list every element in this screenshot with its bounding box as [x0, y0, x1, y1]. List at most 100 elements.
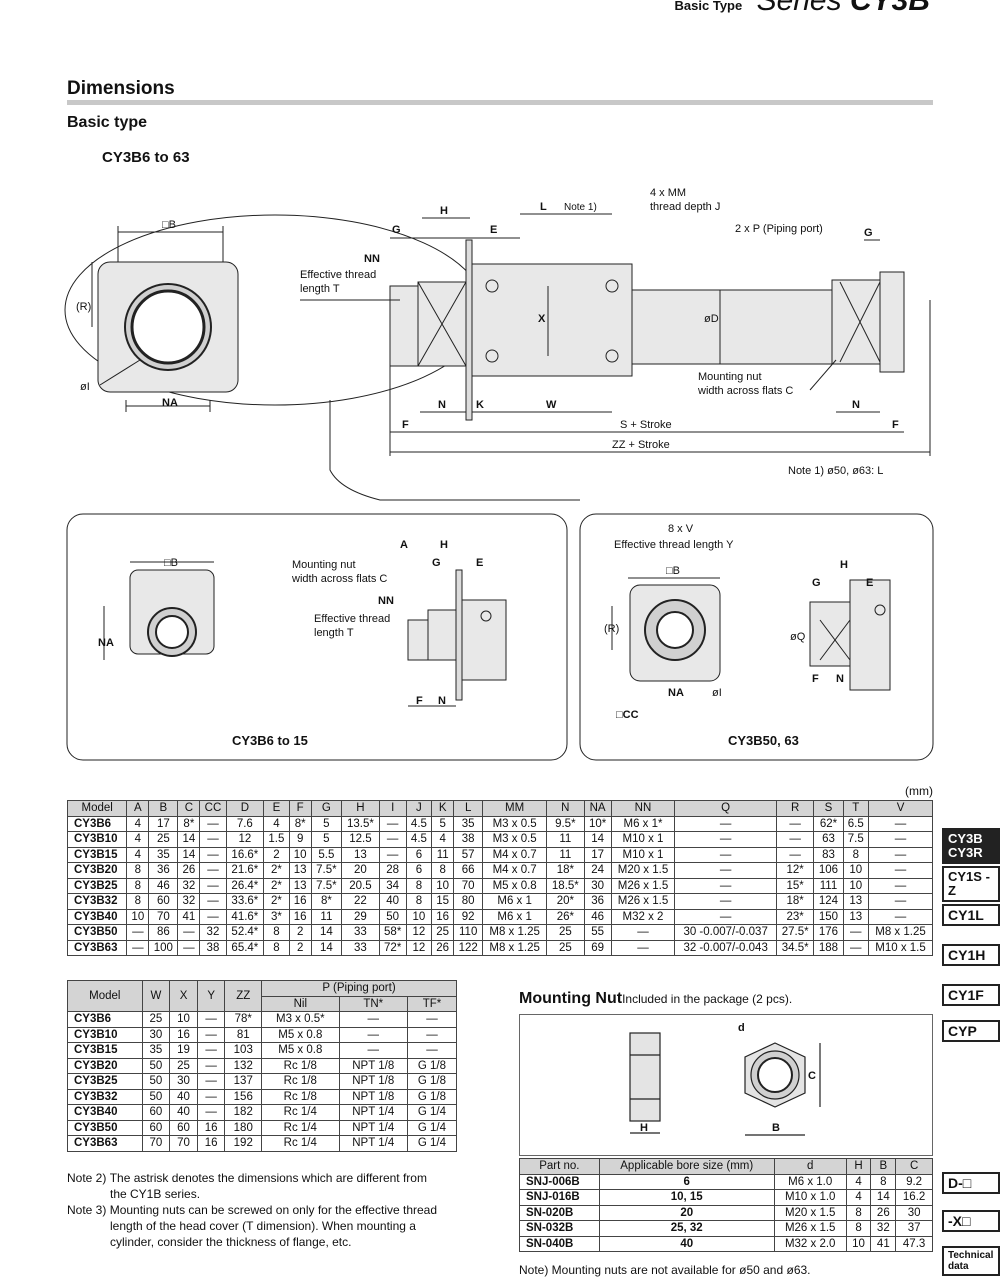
- table-cell: SNJ-006B: [519, 1173, 600, 1190]
- side-tab-cy1h[interactable]: CY1H: [942, 944, 1000, 966]
- dimension-drawing: □B (R) øI NA G H E NN Effective thread l…: [64, 187, 934, 761]
- table-cell: 72*: [378, 939, 407, 956]
- table-cell: 40: [378, 893, 407, 910]
- table-cell: —: [775, 831, 815, 848]
- table-cell: 3*: [263, 908, 290, 925]
- table-cell: 10: [845, 1235, 872, 1252]
- table-cell: 35: [453, 815, 484, 832]
- table-cell: 12.5: [341, 831, 380, 848]
- table-cell: —: [378, 815, 407, 832]
- table-cell: 8: [405, 877, 433, 894]
- side-tab-d[interactable]: D-□: [942, 1172, 1000, 1194]
- table-cell: 13: [288, 862, 312, 879]
- table-cell: 10: [288, 846, 312, 863]
- label-w: W: [546, 399, 557, 411]
- table-cell: 15: [431, 893, 455, 910]
- table-cell: 9.2: [895, 1173, 933, 1190]
- table-header-cell: T: [842, 800, 870, 817]
- table-cell: 18*: [775, 893, 815, 910]
- label-detail-r: (R): [604, 623, 619, 635]
- table-cell: 32: [177, 893, 201, 910]
- table-cell: 65.4*: [225, 939, 265, 956]
- col-p: P (Piping port): [261, 980, 457, 997]
- table-cell: 26*: [546, 908, 585, 925]
- side-tab-cy1f[interactable]: CY1F: [942, 984, 1000, 1006]
- table-cell: 20: [598, 1204, 775, 1221]
- table-header-cell: MM: [482, 800, 548, 817]
- table-header-cell: I: [378, 800, 407, 817]
- table-cell: CY3B20: [67, 1057, 143, 1074]
- table-cell: NPT 1/4: [338, 1119, 408, 1136]
- label-detail-v-1: 8 x V: [668, 523, 694, 535]
- table-cell: 32: [177, 877, 201, 894]
- table-header-cell: F: [288, 800, 312, 817]
- side-tab-cy1s[interactable]: CY1S -Z: [942, 866, 1000, 902]
- table-cell: —: [196, 1073, 226, 1090]
- table-cell: M6 x 1*: [610, 815, 676, 832]
- label-detail-nut-2: width across flats C: [291, 573, 387, 585]
- table-cell: Rc 1/8: [261, 1088, 340, 1105]
- label-mm-1: 4 x MM: [650, 187, 686, 199]
- label-piping: 2 x P (Piping port): [735, 223, 823, 235]
- table-cell: 8: [263, 924, 290, 941]
- detail-right-caption: CY3B50, 63: [728, 733, 799, 748]
- table-cell: 10: [842, 877, 870, 894]
- table-cell: M20 x 1.5: [773, 1204, 847, 1221]
- table-cell: NPT 1/8: [338, 1088, 408, 1105]
- section-rule: [67, 100, 933, 105]
- table-cell: —: [868, 908, 933, 925]
- table-cell: NPT 1/4: [338, 1135, 408, 1152]
- label-detail-f: F: [416, 695, 423, 707]
- table-cell: —: [199, 893, 227, 910]
- table-cell: 57: [453, 846, 484, 863]
- side-tab-label: -X□: [948, 1213, 971, 1229]
- side-tab-technical-data[interactable]: Technical data: [942, 1246, 1000, 1276]
- table-cell: 30: [583, 877, 612, 894]
- table-cell: —: [196, 1088, 226, 1105]
- table-cell: 60: [141, 1119, 171, 1136]
- table-cell: 20*: [546, 893, 585, 910]
- table-cell: 66: [453, 862, 484, 879]
- table-cell: —: [674, 893, 777, 910]
- table-cell: 132: [224, 1057, 263, 1074]
- table-cell: M10 x 1: [610, 846, 676, 863]
- label-phi-d: øD: [704, 313, 719, 325]
- table-cell: —: [378, 846, 407, 863]
- table-cell: 8: [126, 862, 150, 879]
- table-cell: M32 x 2.0: [773, 1235, 847, 1252]
- table-cell: 4: [126, 846, 150, 863]
- table-cell: 6: [598, 1173, 775, 1190]
- table-header-cell: A: [126, 800, 150, 817]
- side-tab-cy3b[interactable]: CY3B CY3R: [942, 828, 1000, 864]
- table-header-cell: H: [845, 1158, 872, 1175]
- table-cell: —: [406, 1042, 458, 1059]
- table-cell: SN-020B: [519, 1204, 600, 1221]
- mounting-nut-title: Mounting NutIncluded in the package (2 p…: [519, 990, 792, 1008]
- side-tab-x[interactable]: -X□: [942, 1210, 1000, 1232]
- label-n: N: [438, 399, 446, 411]
- side-tab-cyp[interactable]: CYP: [942, 1020, 1000, 1042]
- table-cell: M26 x 1.5: [773, 1220, 847, 1237]
- table-cell: Rc 1/4: [261, 1104, 340, 1121]
- table-header-cell: d: [773, 1158, 847, 1175]
- table-cell: 83: [813, 846, 844, 863]
- table-cell: 176: [813, 924, 844, 941]
- table-cell: —: [674, 908, 777, 925]
- table-cell: 26: [870, 1204, 897, 1221]
- table-cell: 13: [288, 877, 312, 894]
- col-p-tn: TN*: [338, 995, 408, 1012]
- table-cell: CY3B40: [67, 1104, 143, 1121]
- label-detail-f-right: F: [812, 673, 819, 685]
- table-cell: —: [406, 1011, 458, 1028]
- table-cell: 10*: [583, 815, 612, 832]
- side-tab-cy1l[interactable]: CY1L: [942, 904, 1000, 926]
- table-cell: —: [674, 846, 777, 863]
- table-cell: —: [842, 939, 870, 956]
- label-detail-h-right: H: [840, 559, 848, 571]
